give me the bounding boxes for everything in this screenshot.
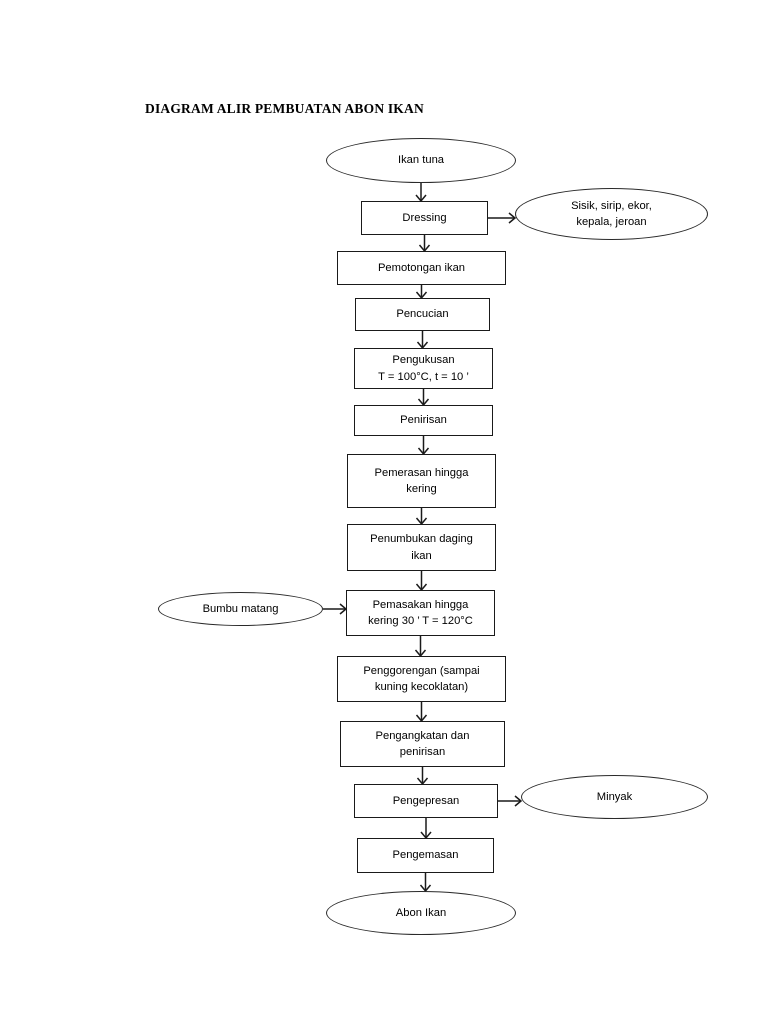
- flow-node-label: Abon Ikan: [395, 906, 447, 919]
- flow-node-label: Penirisan: [400, 414, 447, 427]
- flow-node-sisik-sirip[interactable]: Sisik, sirip, ekor, kepala, jeroan: [515, 188, 708, 240]
- connector-pengepresan-to-minyak-arrowhead: [514, 795, 523, 807]
- flow-node-minyak[interactable]: Minyak: [521, 775, 708, 819]
- flow-node-label: Pencucian: [396, 308, 449, 321]
- flow-node-pengemasan[interactable]: Pengemasan: [357, 838, 494, 873]
- flow-node-label: Minyak: [596, 790, 633, 803]
- flow-node-pemotongan[interactable]: Pemotongan ikan: [337, 251, 506, 285]
- flow-node-label: Sisik, sirip, ekor, kepala, jeroan: [571, 199, 652, 228]
- flow-node-dressing[interactable]: Dressing: [361, 201, 488, 235]
- flow-node-ikan-tuna[interactable]: Ikan tuna: [326, 138, 516, 183]
- flow-node-pengukusan[interactable]: Pengukusan T = 100°C, t = 10 ’: [354, 348, 493, 389]
- flow-node-pemerasan[interactable]: Pemerasan hingga kering: [347, 454, 496, 508]
- flow-node-pencucian[interactable]: Pencucian: [355, 298, 490, 331]
- flow-node-penirisan[interactable]: Penirisan: [354, 405, 493, 436]
- flow-node-label: Pengepresan: [392, 794, 460, 807]
- flow-node-penggorengan[interactable]: Penggorengan (sampai kuning kecoklatan): [337, 656, 506, 702]
- flow-node-label: Pengemasan: [392, 849, 459, 862]
- flow-node-label: Penggorengan (sampai kuning kecoklatan): [363, 664, 480, 693]
- flow-node-label: Dressing: [402, 211, 447, 224]
- flow-node-label: Penumbukan daging ikan: [370, 533, 473, 562]
- flow-node-label: Pemasakan hingga kering 30 ’ T = 120°C: [368, 598, 473, 627]
- flow-node-pengangkatan[interactable]: Pengangkatan dan penirisan: [340, 721, 505, 767]
- flow-node-label: Ikan tuna: [397, 154, 445, 167]
- flow-node-label: Pemotongan ikan: [377, 261, 466, 274]
- flow-node-bumbu-matang[interactable]: Bumbu matang: [158, 592, 323, 626]
- flow-node-pengepresan[interactable]: Pengepresan: [354, 784, 498, 818]
- connector-dressing-to-sisik-sirip-arrowhead: [508, 212, 517, 224]
- flow-node-pemasakan[interactable]: Pemasakan hingga kering 30 ’ T = 120°C: [346, 590, 495, 636]
- flow-node-label: Pemerasan hingga kering: [374, 466, 469, 495]
- flow-node-label: Pengukusan T = 100°C, t = 10 ’: [378, 354, 469, 383]
- flow-node-penumbukan[interactable]: Penumbukan daging ikan: [347, 524, 496, 571]
- page-title: DIAGRAM ALIR PEMBUATAN ABON IKAN: [145, 101, 424, 116]
- flow-node-label: Pengangkatan dan penirisan: [375, 729, 470, 758]
- flow-node-abon-ikan[interactable]: Abon Ikan: [326, 891, 516, 935]
- flow-node-label: Bumbu matang: [202, 602, 279, 615]
